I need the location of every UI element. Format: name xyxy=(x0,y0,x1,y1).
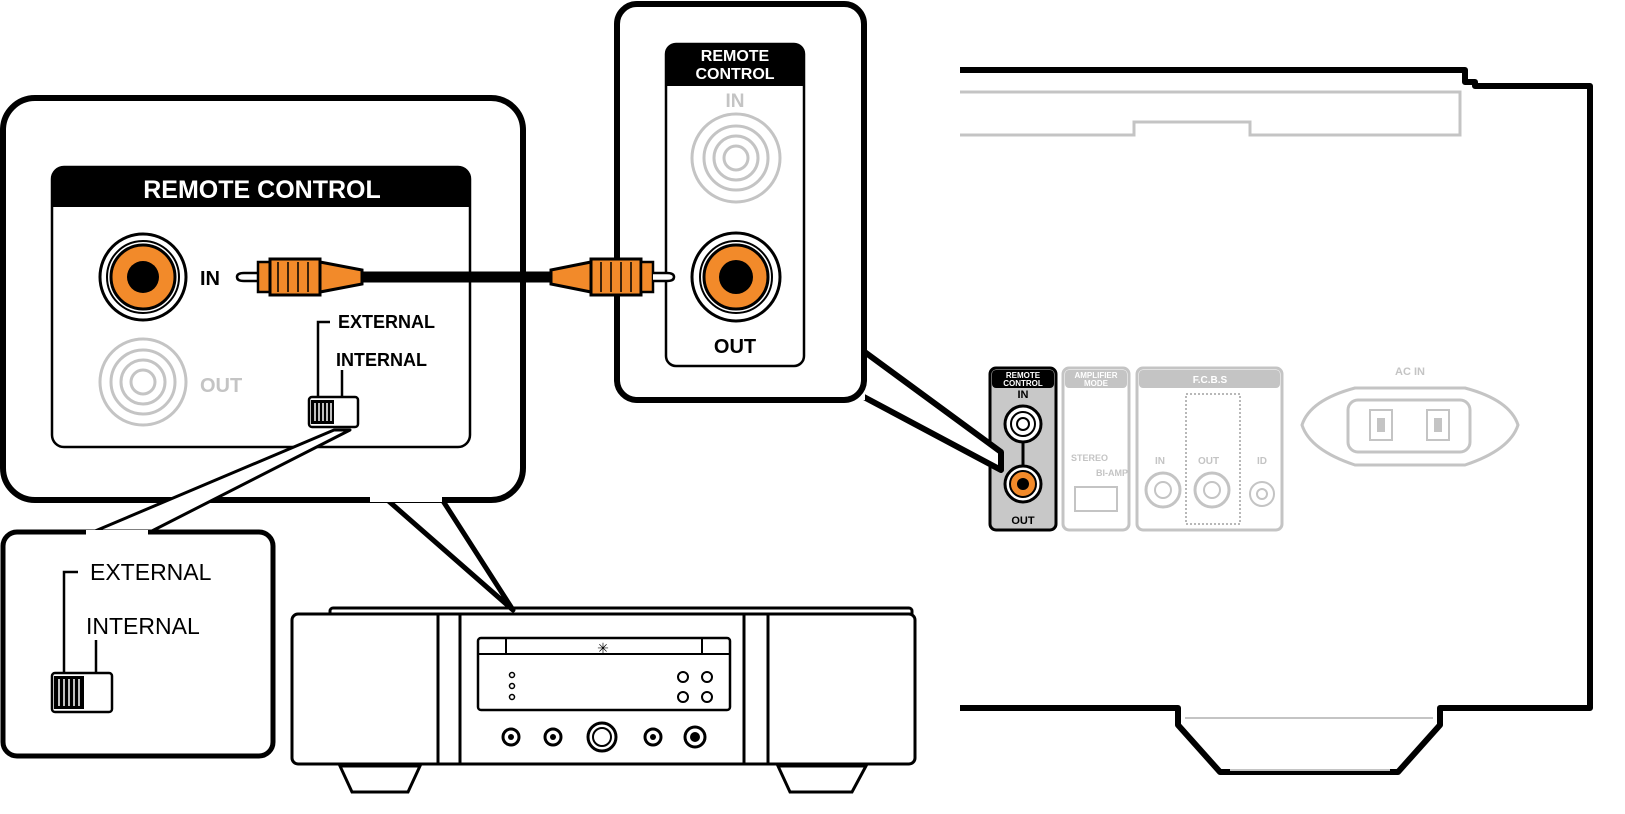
left-callout-header: REMOTE CONTROL xyxy=(143,176,381,204)
cable-plug-left xyxy=(235,257,364,297)
left-callout-in-label: IN xyxy=(200,268,220,290)
switch-detail-callout: EXTERNAL INTERNAL xyxy=(0,529,276,759)
fcbs-out-label: OUT xyxy=(1198,456,1219,467)
top-callout-out-label: OUT xyxy=(714,336,756,358)
switch-detail-internal: INTERNAL xyxy=(86,613,200,639)
top-callout-pointer xyxy=(855,340,1004,473)
left-callout-mode-switch[interactable] xyxy=(307,395,360,429)
remote-control-cable xyxy=(235,257,676,297)
rear-remote-in-jack[interactable] xyxy=(1003,404,1043,444)
rear-remote-out-jack[interactable] xyxy=(1003,464,1043,504)
amp-mode-switch[interactable] xyxy=(1074,486,1118,512)
rear-remote-control-block: REMOTE CONTROL IN OUT xyxy=(988,366,1058,532)
ac-in-inlet: AC IN xyxy=(1300,366,1520,467)
left-callout-out-jack[interactable] xyxy=(98,337,188,427)
top-callout-in-jack[interactable] xyxy=(690,112,782,204)
top-callout-header-1: REMOTE xyxy=(701,48,770,65)
rear-remote-label-1: REMOTE xyxy=(1006,371,1041,380)
rear-remote-out-label: OUT xyxy=(1011,515,1035,527)
fcbs-id-jack[interactable] xyxy=(1249,481,1275,507)
left-callout-pointer xyxy=(373,487,516,613)
front-knob-row xyxy=(501,721,707,753)
fcbs-in-jack[interactable] xyxy=(1144,471,1182,509)
amplifier-mode-block: AMPLIFIER MODE STEREO BI-AMP xyxy=(1061,366,1131,532)
fcbs-id-label: ID xyxy=(1257,456,1267,467)
fcbs-in-label: IN xyxy=(1155,456,1165,467)
cable-plug-right xyxy=(549,257,676,297)
top-callout-header-2: CONTROL xyxy=(695,66,774,83)
left-callout-switch-external: EXTERNAL xyxy=(338,312,435,332)
top-callout: REMOTE CONTROL IN OUT xyxy=(614,1,867,403)
switch-detail-mode-switch[interactable] xyxy=(50,671,114,714)
switch-detail-external: EXTERNAL xyxy=(90,559,212,585)
ac-in-label: AC IN xyxy=(1395,366,1425,378)
svg-text:✳: ✳ xyxy=(597,640,609,656)
front-device: ✳ xyxy=(290,606,917,794)
fcbs-block: F.C.B.S IN OUT ID xyxy=(1135,366,1284,532)
rear-panel: REMOTE CONTROL IN OUT AMPLIFIER MODE STE… xyxy=(960,67,1593,775)
fcbs-label: F.C.B.S xyxy=(1193,375,1228,386)
fcbs-out-jack[interactable] xyxy=(1193,471,1231,509)
amp-mode-label-1: AMPLIFIER xyxy=(1074,371,1117,380)
rear-remote-label-2: CONTROL xyxy=(1003,379,1043,388)
left-callout: REMOTE CONTROL IN OUT EXTERNAL INTERNAL xyxy=(0,95,526,503)
top-callout-in-label: IN xyxy=(726,91,745,112)
amp-stereo-label: STEREO xyxy=(1071,453,1108,463)
amp-biamp-label: BI-AMP xyxy=(1096,468,1128,478)
left-callout-switch-internal: INTERNAL xyxy=(336,350,427,370)
rear-remote-in-label: IN xyxy=(1018,389,1029,401)
left-callout-out-label: OUT xyxy=(200,375,242,397)
top-callout-out-jack[interactable] xyxy=(690,231,782,323)
left-callout-in-jack[interactable] xyxy=(98,232,188,322)
amp-mode-label-2: MODE xyxy=(1084,379,1109,388)
